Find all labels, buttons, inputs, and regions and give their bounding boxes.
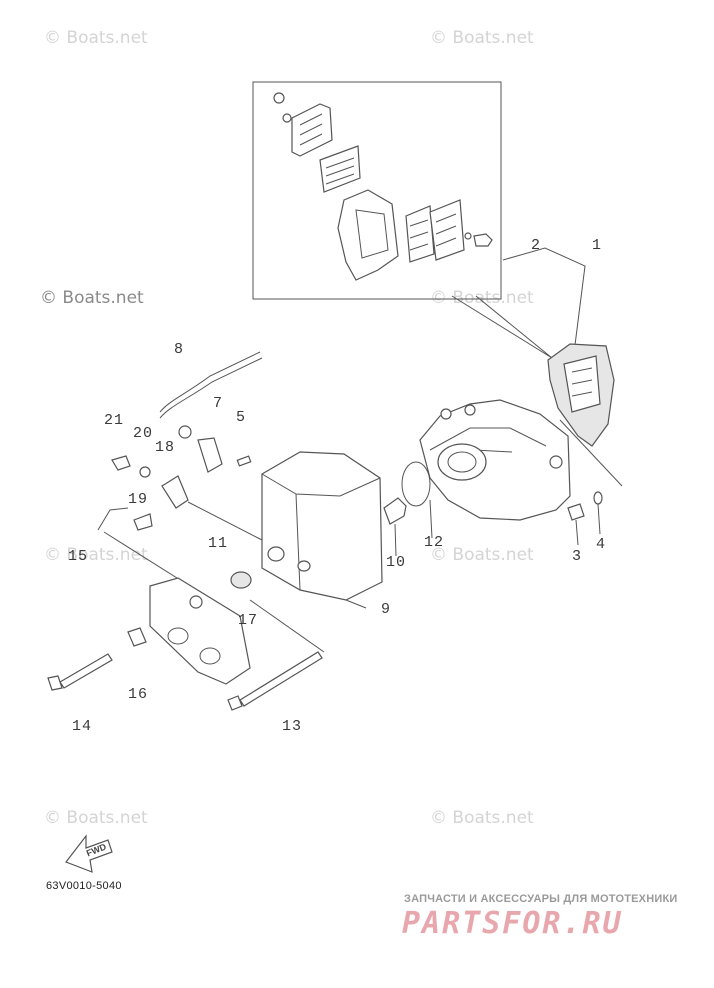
leader-line <box>575 503 601 546</box>
bolt <box>567 503 585 521</box>
part-label: 2 <box>531 237 542 254</box>
part-label: 20 <box>133 425 154 442</box>
detail-inset-frame <box>252 81 502 300</box>
footer-logo: PARTSFOR.RU <box>402 906 623 941</box>
part-label: 17 <box>238 612 259 629</box>
leader-line <box>502 247 586 346</box>
watermark: © Boats.net <box>430 808 534 828</box>
part-label: 7 <box>213 395 224 412</box>
part-label: 12 <box>424 534 445 551</box>
fitting <box>383 497 407 525</box>
intake-silencer <box>261 451 383 609</box>
hose <box>97 507 129 531</box>
watermark: © Boats.net <box>430 545 534 565</box>
hose <box>159 351 261 413</box>
part-label: 21 <box>104 412 125 429</box>
engine-block <box>419 399 623 521</box>
part-label: 19 <box>128 491 149 508</box>
long-bolt <box>227 651 323 711</box>
part-label: 9 <box>381 601 392 618</box>
choke-linkage <box>161 425 263 541</box>
reed-valve-detail <box>273 92 493 281</box>
leader-line <box>429 499 433 539</box>
fwd-arrow-icon <box>65 834 113 873</box>
watermark: © Boats.net <box>44 545 148 565</box>
clip <box>133 513 153 531</box>
watermark: © Boats.net <box>430 288 534 308</box>
leader-line <box>451 295 553 359</box>
part-label: 5 <box>236 409 247 426</box>
long-bolt <box>47 653 113 691</box>
watermark: © Boats.net <box>430 28 534 48</box>
part-label: 16 <box>128 686 149 703</box>
o-ring <box>401 461 431 507</box>
washer <box>139 466 151 478</box>
watermark: © Boats.net <box>40 288 144 308</box>
bottom-cover <box>127 577 251 685</box>
hose <box>159 357 263 419</box>
leader-line <box>394 523 397 557</box>
cap <box>230 571 252 589</box>
part-label: 8 <box>174 341 185 358</box>
diagram-code: 63V0010-5040 <box>46 880 122 892</box>
part-label: 10 <box>386 554 407 571</box>
watermark: © Boats.net <box>44 28 148 48</box>
part-label: 11 <box>208 535 229 552</box>
footer-tagline: ЗАПЧАСТИ И АКСЕССУАРЫ ДЛЯ МОТОТЕХНИКИ <box>404 893 678 905</box>
reed-valve-assembly <box>547 343 615 447</box>
part-label: 18 <box>155 439 176 456</box>
watermark: © Boats.net <box>44 808 148 828</box>
washer <box>593 491 603 505</box>
part-label: 1 <box>592 237 603 254</box>
part-label: 3 <box>572 548 583 565</box>
part-label: 15 <box>68 548 89 565</box>
leader-line <box>249 599 325 653</box>
bolt <box>111 455 131 471</box>
part-label: 4 <box>596 536 607 553</box>
part-label: 14 <box>72 718 93 735</box>
part-label: 13 <box>282 718 303 735</box>
